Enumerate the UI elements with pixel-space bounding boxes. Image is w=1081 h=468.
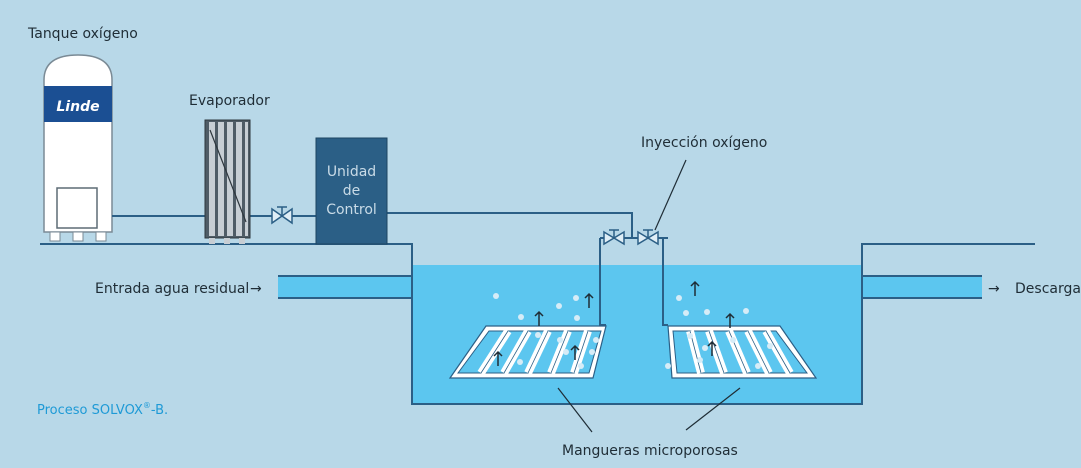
evaporator-fin-2 [218, 122, 224, 236]
linde-logo [44, 86, 112, 122]
evaporator-foot-2 [224, 238, 230, 244]
up-arrow-icon [725, 312, 735, 328]
tank-foot-left [49, 231, 61, 242]
pipe-down-right [662, 238, 668, 326]
hoses-leader-line-right [685, 387, 741, 431]
oxygen-bubbles [493, 293, 773, 369]
evaporator-fin-5 [245, 122, 248, 236]
hose-grid-right [667, 325, 818, 379]
control-unit-label-2: de [343, 183, 361, 199]
inlet-channel-water [278, 276, 412, 298]
control-unit-box [315, 137, 388, 245]
pipe-control-injection [387, 212, 633, 238]
evaporator-fin-4 [236, 122, 242, 236]
pipe-down-left [599, 238, 606, 326]
evaporator-foot-3 [239, 238, 245, 244]
up-arrow-icon [493, 350, 503, 366]
caption-main: Proceso SOLVOX [37, 403, 143, 418]
control-unit: Unidad de Control [315, 137, 388, 245]
tank-foot-mid [72, 231, 84, 242]
rising-arrows [493, 280, 735, 366]
linde-logo-text: Linde [56, 99, 99, 115]
outlet-channel-water [862, 276, 982, 298]
tank-panel [56, 187, 98, 229]
process-caption: Proceso SOLVOX®-B. [37, 401, 168, 418]
control-unit-label-1: Unidad [327, 164, 376, 180]
valve-injection-right [637, 229, 659, 246]
outlet-channel [862, 275, 982, 299]
hoses-leader-line-left [557, 387, 593, 433]
evaporator-fin-1 [209, 122, 215, 236]
valve-injection-left [603, 229, 625, 246]
discharge-arrow-icon: → [988, 281, 1000, 297]
up-arrow-icon [584, 292, 594, 308]
inlet-label: Entrada agua residual [95, 281, 249, 297]
evaporator-foot-1 [209, 238, 215, 244]
control-unit-label-3: Control [326, 202, 377, 218]
injection-label: Inyección oxígeno [641, 135, 767, 151]
aeration-basin [40, 243, 1035, 405]
up-arrow-icon [707, 340, 717, 356]
evaporator-fin-3 [227, 122, 233, 236]
tank-label: Tanque oxígeno [27, 26, 138, 42]
up-arrow-icon [534, 310, 544, 326]
up-arrow-icon [570, 344, 580, 360]
inlet-arrow-icon: → [250, 281, 262, 297]
caption-registered-mark: ® [143, 401, 151, 410]
evaporator-coil [209, 129, 247, 223]
caption-suffix: -B. [151, 403, 168, 418]
injection-leader-line [654, 159, 687, 231]
up-arrow-icon [690, 280, 700, 296]
hose-grid-left [448, 325, 607, 379]
tank-foot-right [95, 231, 107, 242]
inlet-channel [278, 275, 412, 299]
oxygen-tank: Linde [43, 54, 113, 242]
valve-main [271, 206, 293, 225]
hoses-label: Mangueras microporosas [562, 443, 738, 459]
evaporator-label: Evaporador [189, 93, 270, 109]
discharge-label: Descarga [1015, 281, 1081, 297]
evaporator [204, 119, 251, 244]
